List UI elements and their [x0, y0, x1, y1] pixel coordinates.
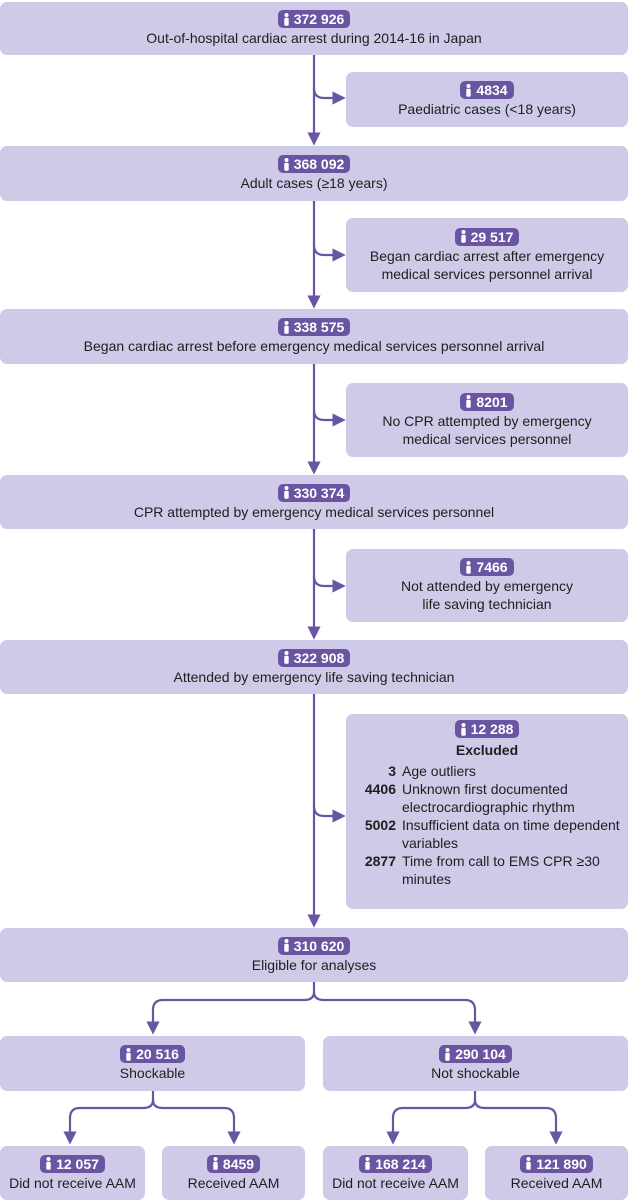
count-badge: 8459: [206, 1154, 261, 1173]
person-icon: [526, 1157, 531, 1170]
outcome-nonshockable-aam: 121 890 Received AAM: [485, 1146, 628, 1200]
step-label: Began cardiac arrest before emergency me…: [83, 338, 545, 354]
step-total-arrests: 372 926 Out-of-hospital cardiac arrest d…: [0, 2, 628, 55]
excluded-item-text: Unknown first documented electrocardiogr…: [402, 781, 575, 815]
count-badge: 322 908: [277, 648, 351, 667]
person-icon: [213, 1157, 218, 1170]
excluded-item-count: 2877: [364, 853, 396, 869]
person-icon: [283, 12, 289, 26]
person-icon: [466, 560, 472, 574]
count-badge: 12 057: [40, 1154, 105, 1173]
count-badge: 372 926: [277, 10, 351, 28]
person-icon: [466, 83, 472, 97]
count-badge: 4834: [460, 81, 514, 99]
count-badge: 8201: [460, 392, 514, 411]
outcome-nonshockable-no-aam: 168 214 Did not receive AAM: [323, 1146, 468, 1200]
person-icon: [283, 320, 289, 334]
person-icon: [46, 1157, 51, 1170]
step-label: Eligible for analyses: [251, 956, 377, 973]
excluded-item-text: Age outliers: [402, 763, 476, 779]
outcome-label: Did not receive AAM: [9, 1174, 136, 1191]
count-badge: 338 575: [277, 318, 351, 336]
exclusion-label: Paediatric cases (<18 years): [398, 101, 576, 117]
count-badge: 310 620: [277, 936, 351, 955]
outcome-label: Received AAM: [187, 1174, 280, 1191]
person-icon: [283, 486, 289, 499]
count-badge: 121 890: [520, 1154, 593, 1173]
excluded-title: Excluded: [455, 742, 519, 758]
excluded-list: 3 Age outliers 4406 Unknown first docume…: [352, 762, 622, 888]
exclusion-paediatric: 4834 Paediatric cases (<18 years): [346, 72, 628, 127]
count-badge: 168 214: [359, 1154, 432, 1173]
step-label: CPR attempted by emergency medical servi…: [133, 503, 495, 520]
group-label: Not shockable: [431, 1065, 520, 1081]
excluded-item-text: Insufficient data on time dependent vari…: [402, 817, 620, 851]
count-badge: 29 517: [454, 227, 520, 246]
group-shockable: 20 516 Shockable: [0, 1036, 305, 1091]
count-badge: 290 104: [439, 1045, 512, 1063]
person-icon: [283, 157, 289, 171]
count-badge: 12 288: [454, 720, 520, 738]
count-badge: 7466: [460, 558, 514, 576]
excluded-item-text: Time from call to EMS CPR ≥30 minutes: [402, 853, 600, 887]
person-icon: [283, 651, 289, 664]
count-badge: 20 516: [120, 1045, 185, 1063]
person-icon: [283, 939, 289, 952]
step-adult-cases: 368 092 Adult cases (≥18 years): [0, 146, 628, 201]
exclusion-label-line-2: medical services personnel: [402, 430, 572, 447]
excluded-item-count: 3: [388, 763, 396, 779]
person-icon: [466, 395, 472, 408]
step-arrest-before-ems: 338 575 Began cardiac arrest before emer…: [0, 309, 628, 364]
exclusion-excluded: 12 288 Excluded 3 Age outliers 4406 Unkn…: [346, 714, 628, 909]
step-label: Out-of-hospital cardiac arrest during 20…: [146, 30, 482, 46]
count-badge: 330 374: [277, 483, 351, 502]
person-icon: [126, 1047, 131, 1061]
step-els-attended: 322 908 Attended by emergency life savin…: [0, 640, 628, 694]
person-icon: [365, 1157, 370, 1170]
person-icon: [460, 722, 466, 736]
step-eligible: 310 620 Eligible for analyses: [0, 928, 628, 982]
outcome-shockable-aam: 8459 Received AAM: [162, 1146, 305, 1200]
person-icon: [460, 230, 466, 243]
exclusion-label-line-2: life saving technician: [422, 596, 552, 612]
exclusion-label-line-1: Not attended by emergency: [401, 578, 573, 594]
step-label: Attended by emergency life saving techni…: [173, 668, 455, 685]
excluded-item-count: 5002: [364, 817, 396, 833]
exclusion-label-line-1: No CPR attempted by emergency: [382, 412, 592, 429]
count-badge: 368 092: [277, 155, 351, 173]
excluded-item-count: 4406: [364, 781, 396, 797]
step-cpr-attempted: 330 374 CPR attempted by emergency medic…: [0, 475, 628, 529]
outcome-shockable-no-aam: 12 057 Did not receive AAM: [0, 1146, 145, 1200]
step-label: Adult cases (≥18 years): [240, 175, 388, 191]
exclusion-arrest-after-ems: 29 517 Began cardiac arrest after emerge…: [346, 218, 628, 292]
outcome-label: Received AAM: [510, 1174, 603, 1191]
outcome-label: Did not receive AAM: [332, 1174, 459, 1191]
group-not-shockable: 290 104 Not shockable: [323, 1036, 628, 1091]
exclusion-label-line-2: medical services personnel arrival: [381, 265, 593, 282]
group-label: Shockable: [119, 1065, 186, 1081]
exclusion-no-cpr: 8201 No CPR attempted by emergency medic…: [346, 383, 628, 457]
exclusion-not-els: 7466 Not attended by emergency life savi…: [346, 549, 628, 622]
exclusion-label-line-1: Began cardiac arrest after emergency: [369, 247, 605, 264]
person-icon: [445, 1047, 450, 1061]
